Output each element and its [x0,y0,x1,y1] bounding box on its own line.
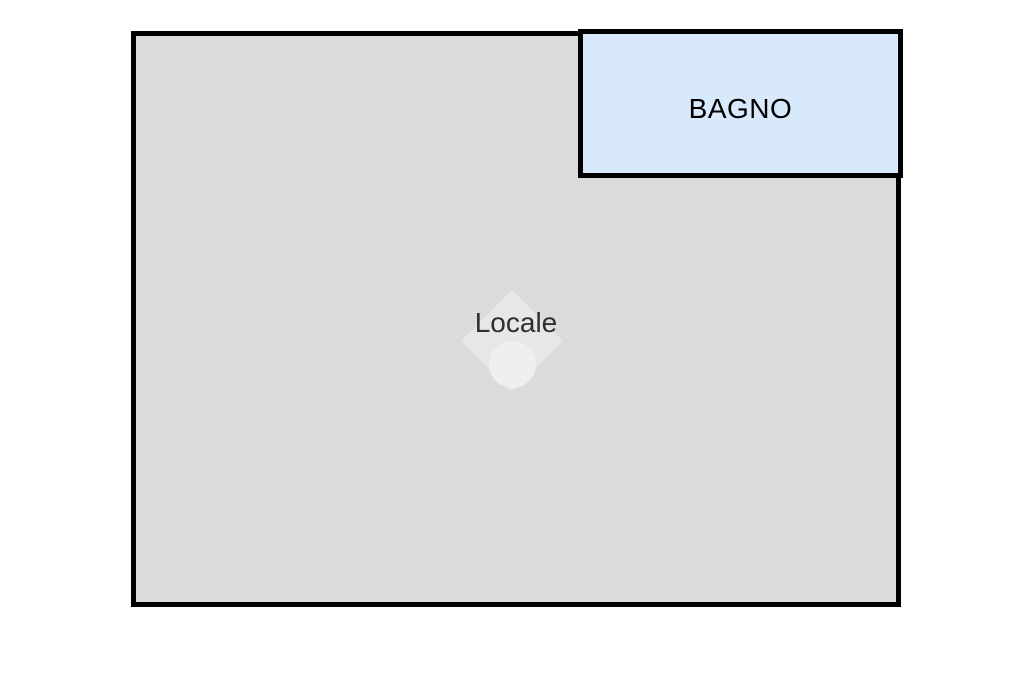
room-label-bagno: BAGNO [688,92,793,124]
circle-icon [489,341,536,388]
diamond-icon [461,290,563,392]
room-label-locale: Locale [474,307,558,338]
room-bagno: BAGNO [578,29,903,178]
